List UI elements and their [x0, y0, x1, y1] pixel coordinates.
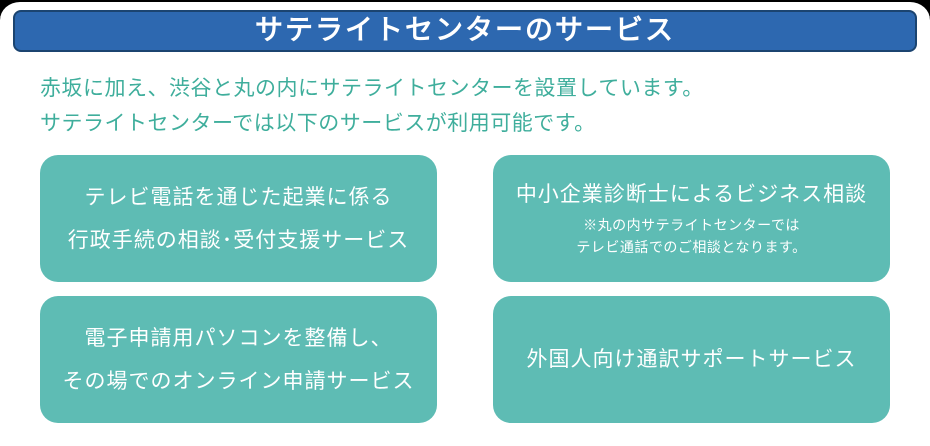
intro-line-1: 赤坂に加え、渋谷と丸の内にサテライトセンターを設置しています。 — [40, 77, 704, 100]
card-text-line: テレビ電話を通じた起業に係る — [84, 185, 393, 209]
service-card-video-consult: テレビ電話を通じた起業に係る 行政手続の相談･受付支援サービス — [40, 155, 437, 282]
card-text-line: 外国人向け通訳サポートサービス — [526, 348, 857, 371]
card-note-line: テレビ通話でのご相談となります。 — [576, 238, 807, 255]
card-text-line: その場でのオンライン申請サービス — [62, 369, 415, 393]
card-text-line: 中小企業診断士によるビジネス相談 — [515, 182, 868, 206]
service-card-business-consult: 中小企業診断士によるビジネス相談 ※丸の内サテライトセンターでは テレビ通話での… — [493, 155, 890, 282]
service-cards-grid: テレビ電話を通じた起業に係る 行政手続の相談･受付支援サービス 中小企業診断士に… — [40, 155, 890, 423]
service-card-interpreter: 外国人向け通訳サポートサービス — [493, 296, 890, 423]
service-card-online-application: 電子申請用パソコンを整備し、 その場でのオンライン申請サービス — [40, 296, 437, 423]
card-note-line: ※丸の内サテライトセンターでは — [583, 216, 800, 233]
intro-text: 赤坂に加え、渋谷と丸の内にサテライトセンターを設置しています。 サテライトセンタ… — [40, 71, 890, 141]
card-text-line: 行政手続の相談･受付支援サービス — [67, 228, 410, 252]
page-title: サテライトセンターのサービス — [254, 14, 675, 45]
header-bar: サテライトセンターのサービス — [13, 10, 917, 52]
card-text-line: 電子申請用パソコンを整備し、 — [84, 326, 393, 350]
intro-line-2: サテライトセンターでは以下のサービスが利用可能です。 — [40, 112, 596, 135]
